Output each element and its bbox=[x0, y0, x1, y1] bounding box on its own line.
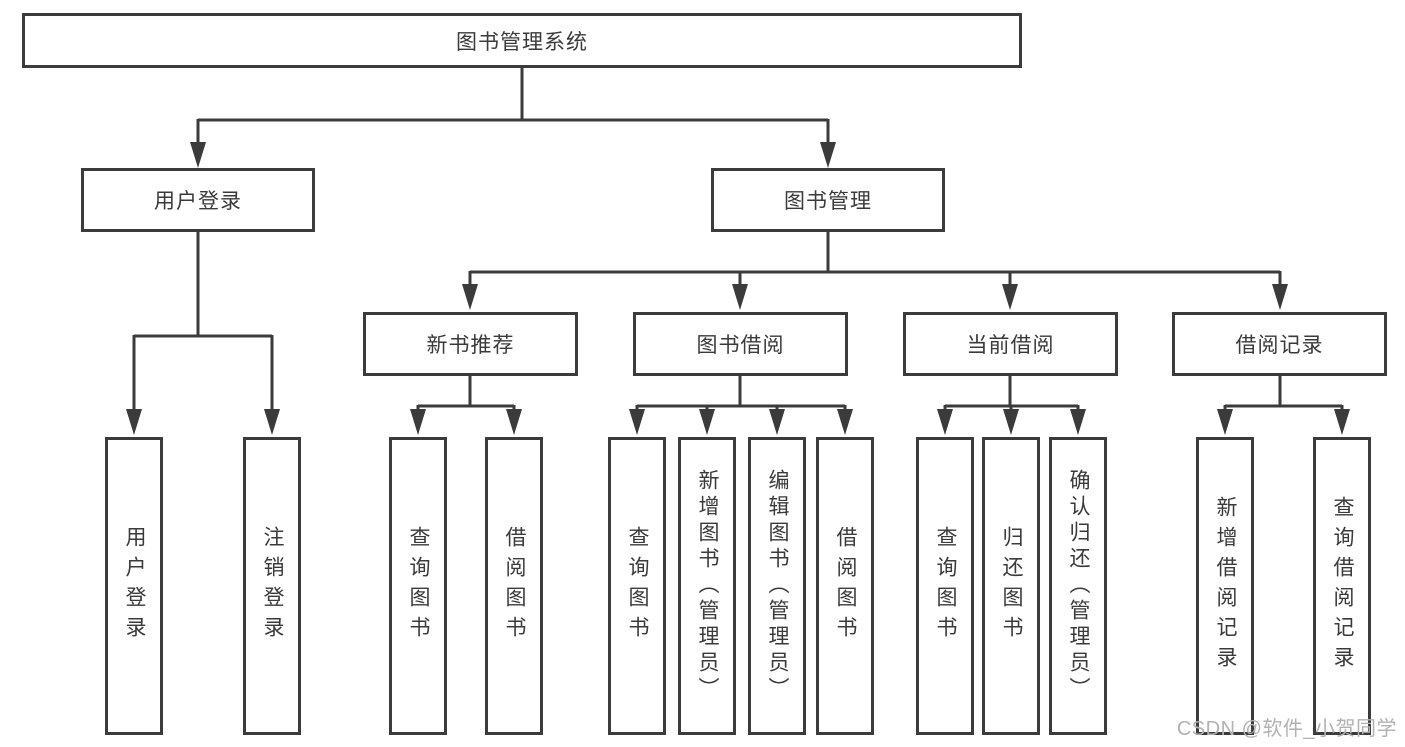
leaf-query-books-current: 查询图书 bbox=[916, 437, 974, 735]
leaf-query-books-borrow: 查询图书 bbox=[608, 437, 666, 735]
node-current-borrowing: 当前借阅 bbox=[903, 312, 1118, 376]
leaf-return-books: 归还图书 bbox=[982, 437, 1040, 735]
leaf-query-books-recommend: 查询图书 bbox=[389, 437, 447, 735]
leaf-confirm-return-admin: 确认归还（管理员） bbox=[1049, 437, 1107, 735]
csdn-watermark: CSDN @软件_小贺同学 bbox=[1176, 718, 1397, 740]
leaf-logout: 注销登录 bbox=[243, 437, 301, 735]
node-new-book-recommend: 新书推荐 bbox=[363, 312, 578, 376]
node-book-management: 图书管理 bbox=[711, 168, 945, 232]
leaf-add-borrow-record: 新增借阅记录 bbox=[1196, 437, 1254, 735]
arrowheads bbox=[126, 142, 1350, 435]
leaf-edit-books-admin: 编辑图书（管理员） bbox=[748, 437, 806, 735]
leaf-user-login: 用户登录 bbox=[105, 437, 163, 735]
node-user-login: 用户登录 bbox=[81, 168, 315, 232]
node-library-system: 图书管理系统 bbox=[22, 13, 1022, 68]
leaf-query-borrow-record: 查询借阅记录 bbox=[1313, 437, 1371, 735]
node-borrowing-records: 借阅记录 bbox=[1172, 312, 1387, 376]
node-book-borrowing: 图书借阅 bbox=[633, 312, 848, 376]
leaf-borrow-books-recommend: 借阅图书 bbox=[485, 437, 543, 735]
leaf-borrow-books: 借阅图书 bbox=[816, 437, 874, 735]
leaf-add-books-admin: 新增图书（管理员） bbox=[678, 437, 736, 735]
